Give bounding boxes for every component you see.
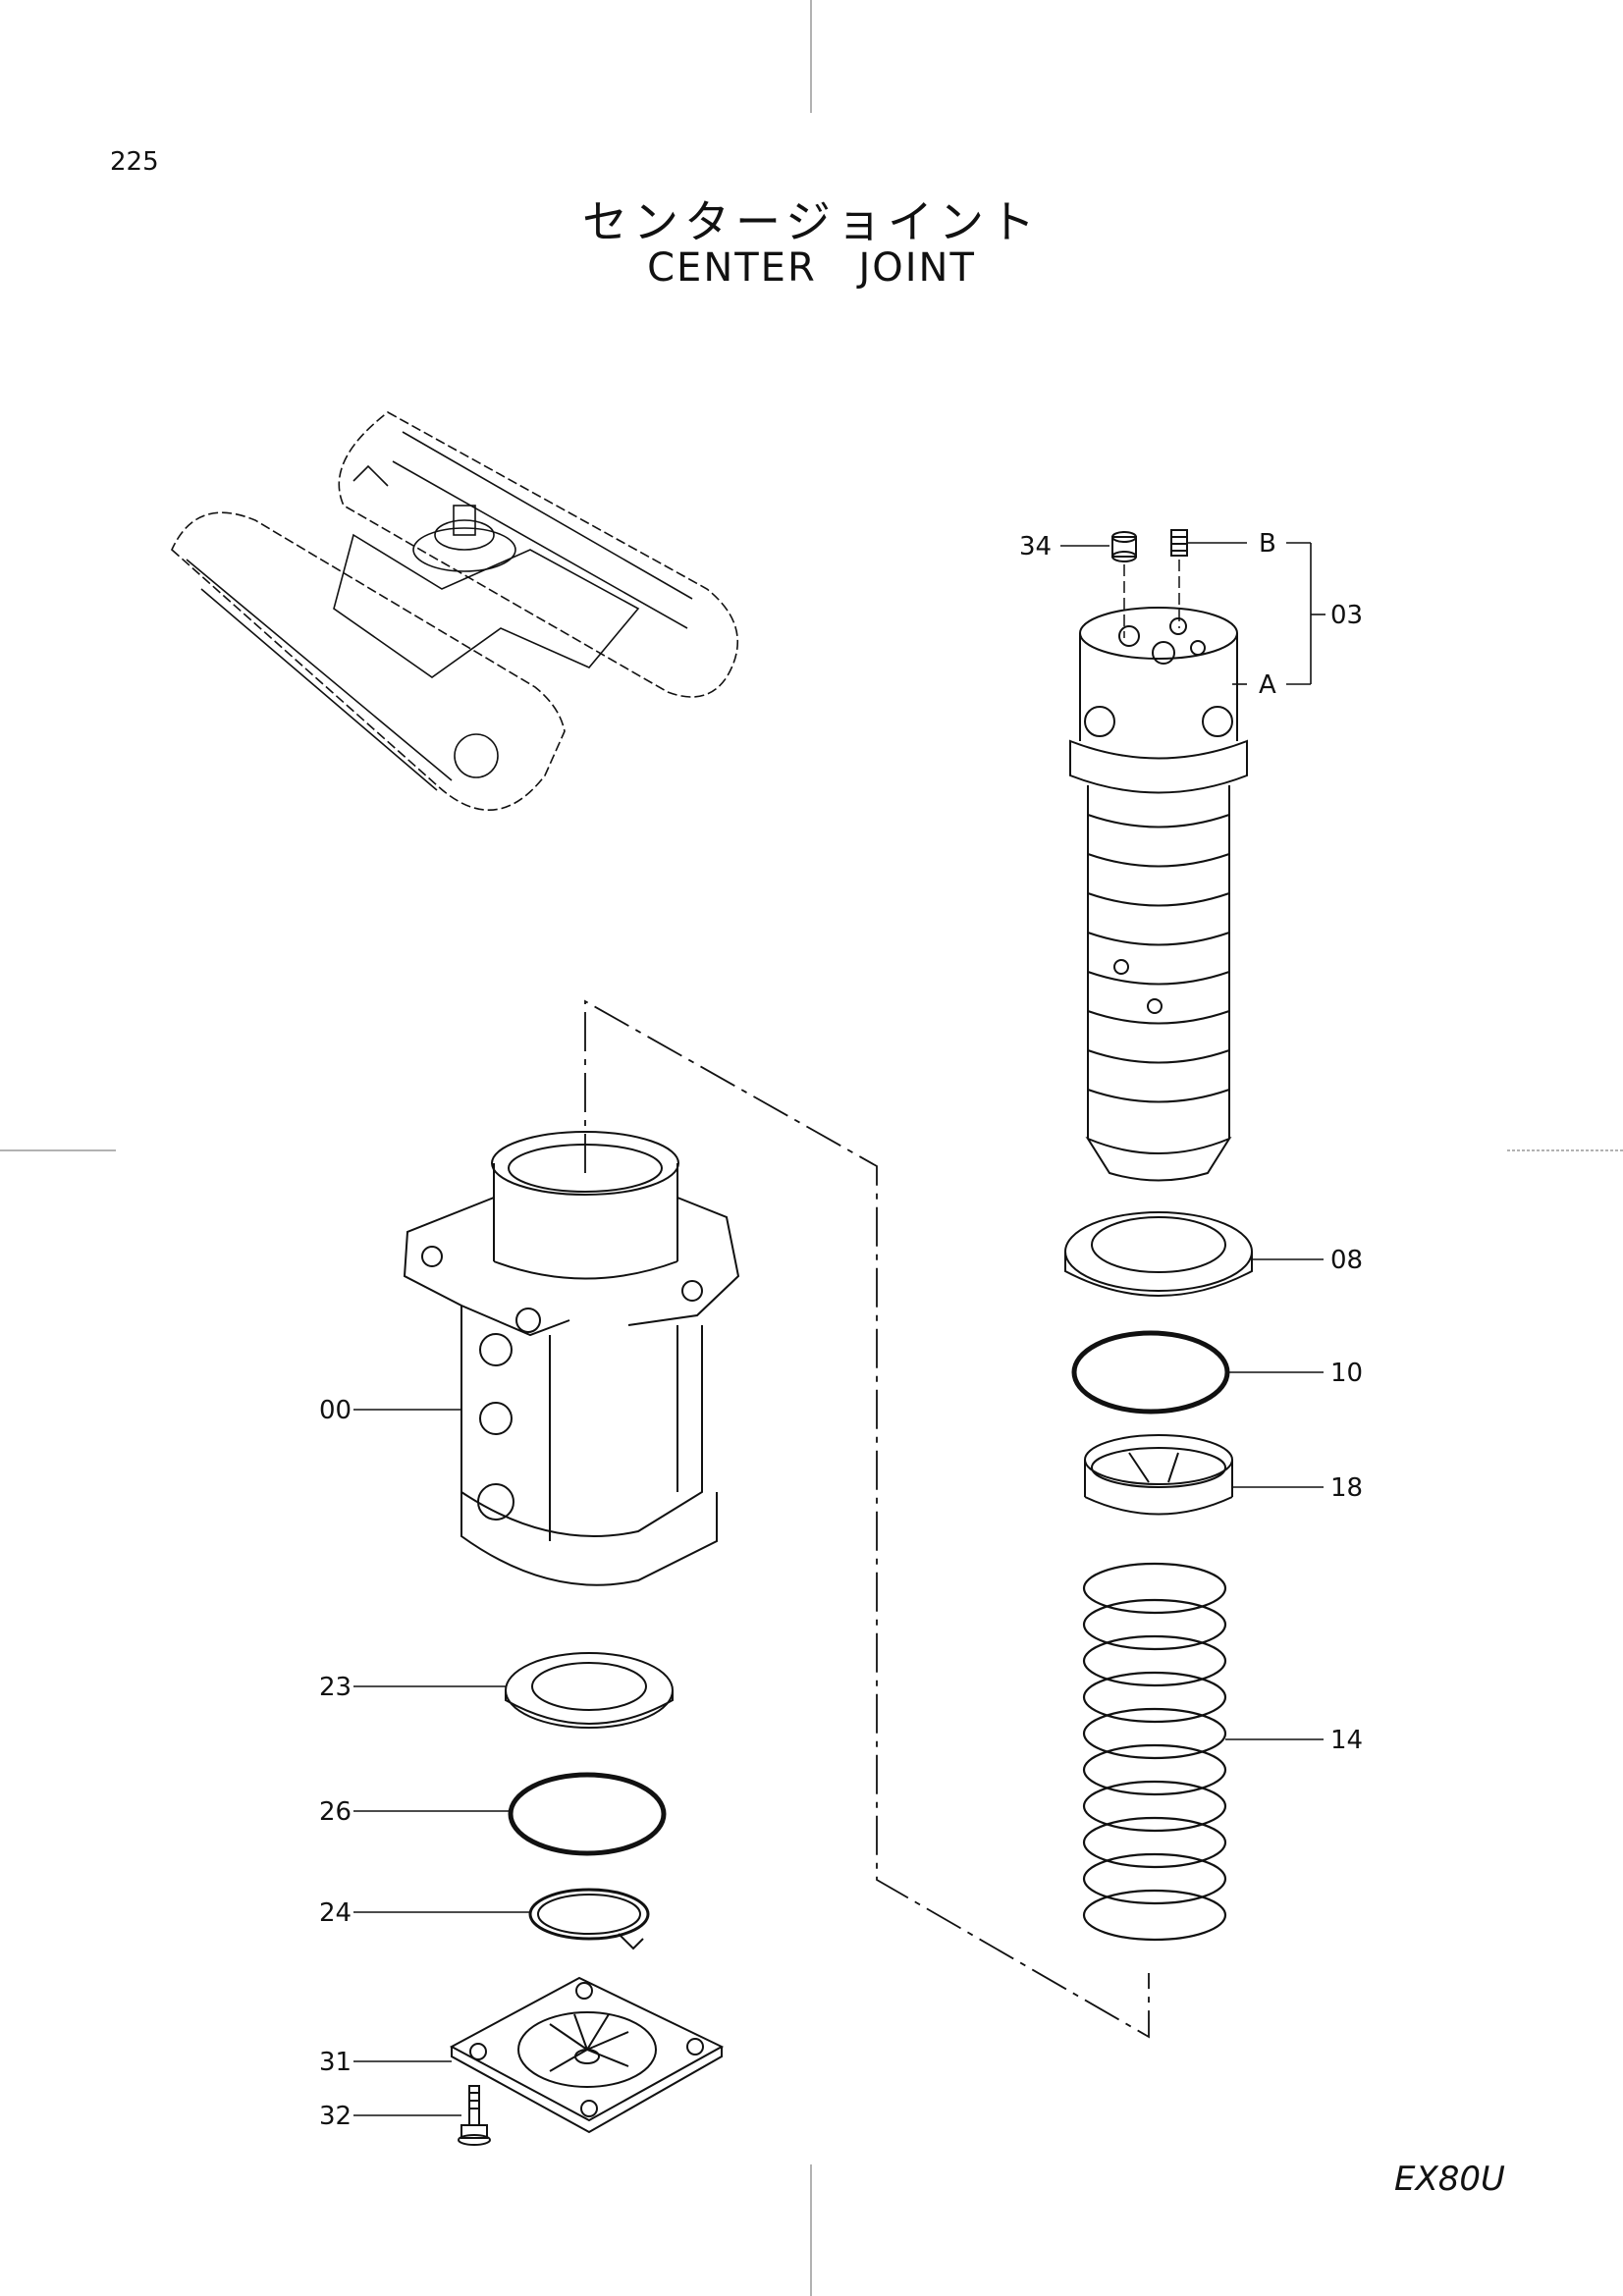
ring-part-18 — [1084, 1434, 1233, 1516]
callout-26: 26 — [319, 1797, 352, 1827]
spindle-part-03 — [1069, 607, 1248, 1182]
title-english: CENTER JOINT — [647, 245, 976, 291]
callout-B: B — [1259, 529, 1276, 559]
plug-part-B — [1170, 529, 1188, 557]
o-ring-part-10 — [1071, 1330, 1230, 1415]
callout-10: 10 — [1330, 1359, 1363, 1388]
callout-24: 24 — [319, 1898, 352, 1928]
model-code: EX80U — [1394, 2160, 1505, 2199]
plug-guide-lines — [1123, 560, 1180, 638]
callout-34: 34 — [1019, 532, 1052, 561]
callout-08: 08 — [1330, 1246, 1363, 1275]
title-japanese: センタージョイント — [581, 195, 1042, 248]
callout-A: A — [1259, 670, 1276, 700]
snap-ring-part-24 — [528, 1888, 650, 1950]
callout-00: 00 — [319, 1396, 352, 1425]
callout-31: 31 — [319, 2048, 352, 2077]
undercarriage-illustration — [171, 411, 739, 812]
page-number: 225 — [110, 147, 159, 177]
body-part-00 — [403, 1131, 740, 1586]
bolt-part-32 — [458, 2085, 491, 2146]
seal-stack-part-14 — [1082, 1562, 1227, 1942]
seal-part-08 — [1064, 1211, 1253, 1297]
callout-18: 18 — [1330, 1473, 1363, 1503]
callout-23: 23 — [319, 1673, 352, 1702]
callout-03: 03 — [1330, 601, 1363, 630]
washer-part-23 — [505, 1652, 674, 1729]
leader-lines — [353, 542, 1325, 2116]
callout-14: 14 — [1330, 1726, 1363, 1755]
o-ring-part-26 — [508, 1772, 667, 1856]
plug-part-34 — [1111, 531, 1137, 562]
callout-32: 32 — [319, 2102, 352, 2131]
cover-part-31 — [449, 1976, 725, 2134]
callout-labels: 34 B 03 A 08 10 18 14 00 23 26 24 31 32 — [319, 529, 1363, 2131]
assembly-path — [584, 999, 1150, 2039]
